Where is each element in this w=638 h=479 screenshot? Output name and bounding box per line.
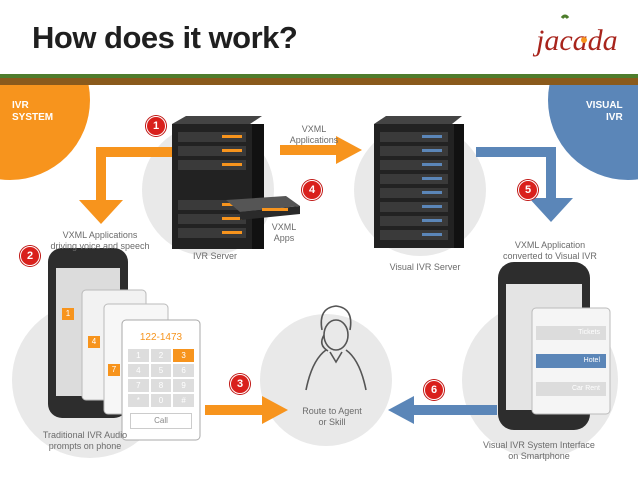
visual-server-rack — [374, 116, 464, 248]
menu-item-car-rent[interactable]: Car Rent — [536, 382, 606, 396]
key-3[interactable]: 3 — [173, 349, 194, 362]
back-key-1: 1 — [62, 308, 74, 320]
key-7[interactable]: 7 — [128, 379, 149, 392]
smartphone-menu: Tickets Hotel Car Rent — [536, 326, 606, 396]
visual-ivr-server-label: Visual IVR Server — [389, 262, 461, 272]
arrow-server-to-phone — [79, 147, 172, 224]
step-badge-5: 5 — [518, 180, 538, 200]
jacada-logo: jacada — [532, 14, 618, 57]
key-4[interactable]: 4 — [128, 364, 149, 377]
step-badge-6: 6 — [424, 380, 444, 400]
key-6[interactable]: 6 — [173, 364, 194, 377]
svg-text:jacada: jacada — [532, 24, 618, 57]
back-key-4: 4 — [88, 336, 100, 348]
arrow-visual-to-smartphone — [476, 147, 573, 222]
arrow-smartphone-to-agent — [388, 396, 497, 424]
key-hash[interactable]: # — [173, 394, 194, 407]
keypad-grid: 1 2 3 4 5 6 7 8 9 * 0 # — [128, 349, 194, 407]
menu-item-tickets[interactable]: Tickets — [536, 326, 606, 340]
step-badge-2: 2 — [20, 246, 40, 266]
key-8[interactable]: 8 — [150, 379, 172, 392]
key-2[interactable]: 2 — [150, 349, 172, 362]
call-button[interactable]: Call — [130, 413, 192, 429]
phone-keypad: 122-1473 1 2 3 4 5 6 7 8 9 * 0 # Call — [124, 322, 198, 438]
ivr-server-label: IVR Server — [192, 251, 237, 261]
header-band-brown — [0, 78, 638, 85]
key-star[interactable]: * — [128, 394, 149, 407]
dialed-number: 122-1473 — [139, 332, 183, 343]
visual-ivr-corner — [548, 85, 638, 180]
arrow-ivr-to-visual — [280, 136, 362, 164]
back-key-7: 7 — [108, 364, 120, 376]
step-badge-4: 4 — [302, 180, 322, 200]
key-5[interactable]: 5 — [150, 364, 172, 377]
key-9[interactable]: 9 — [173, 379, 194, 392]
menu-item-hotel[interactable]: Hotel — [536, 354, 606, 368]
page-title: How does it work? — [32, 20, 298, 55]
key-0[interactable]: 0 — [150, 394, 172, 407]
key-1[interactable]: 1 — [128, 349, 149, 362]
ivr-system-corner — [0, 85, 90, 180]
step-badge-3: 3 — [230, 374, 250, 394]
step-badge-1: 1 — [146, 116, 166, 136]
arrow-phone-to-agent — [205, 396, 288, 424]
agent-circle — [260, 314, 392, 446]
ivr-server-rack — [172, 116, 300, 249]
header-band-green — [0, 74, 638, 78]
agent-figure — [305, 305, 367, 391]
